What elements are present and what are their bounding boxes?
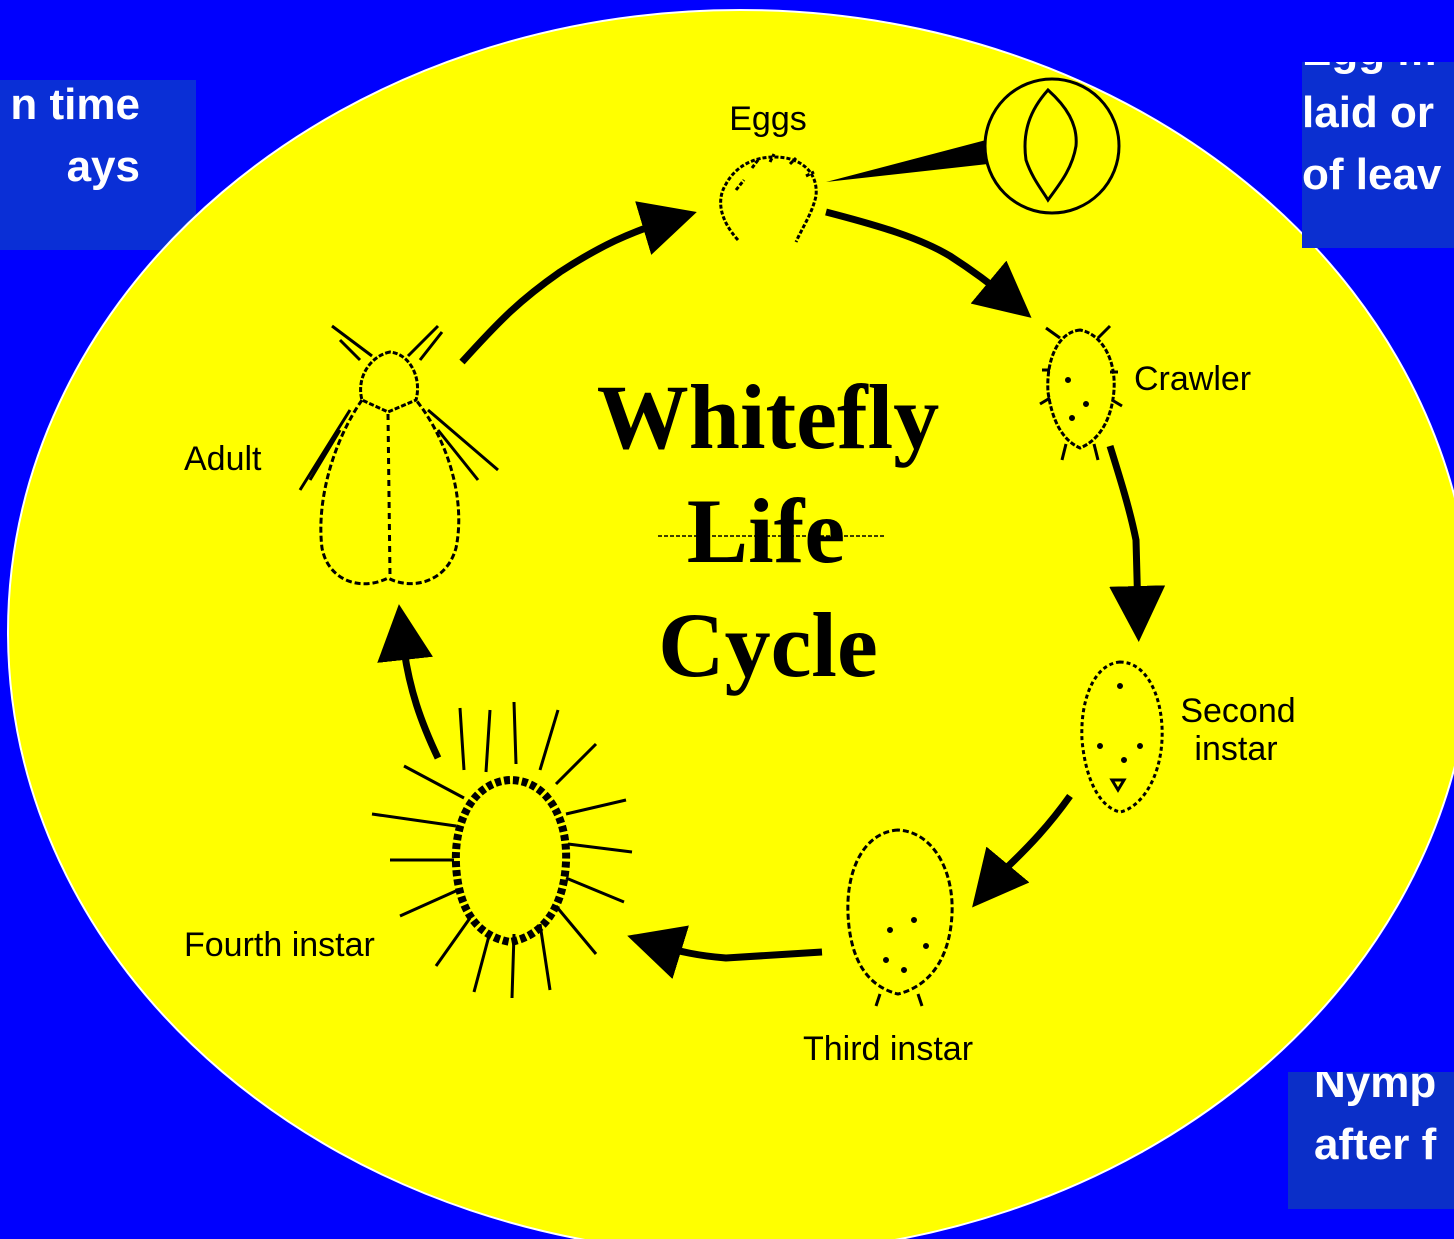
label-crawler: Crawler <box>1134 360 1251 398</box>
label-third-instar: Third instar <box>803 1030 973 1068</box>
label-adult: Adult <box>184 440 262 478</box>
label-eggs: Eggs <box>729 100 807 138</box>
title-line-3: Cycle <box>658 594 878 696</box>
title-line-2: Life <box>687 480 845 582</box>
label-second-instar-line-1: Second <box>1180 692 1295 730</box>
side-box-top-right: Egg m laid or of leav <box>1302 62 1454 248</box>
label-fourth-instar: Fourth instar <box>184 926 375 964</box>
side-box-bottom-right: Nymp after f <box>1288 1072 1454 1209</box>
label-second-instar-line-2: instar <box>1194 730 1277 768</box>
side-box-bottom-right-text: Nymp after f <box>1314 1072 1436 1176</box>
title-line-1: Whitefly <box>597 366 939 468</box>
side-box-top-right-text: Egg m laid or of leav <box>1302 62 1441 206</box>
